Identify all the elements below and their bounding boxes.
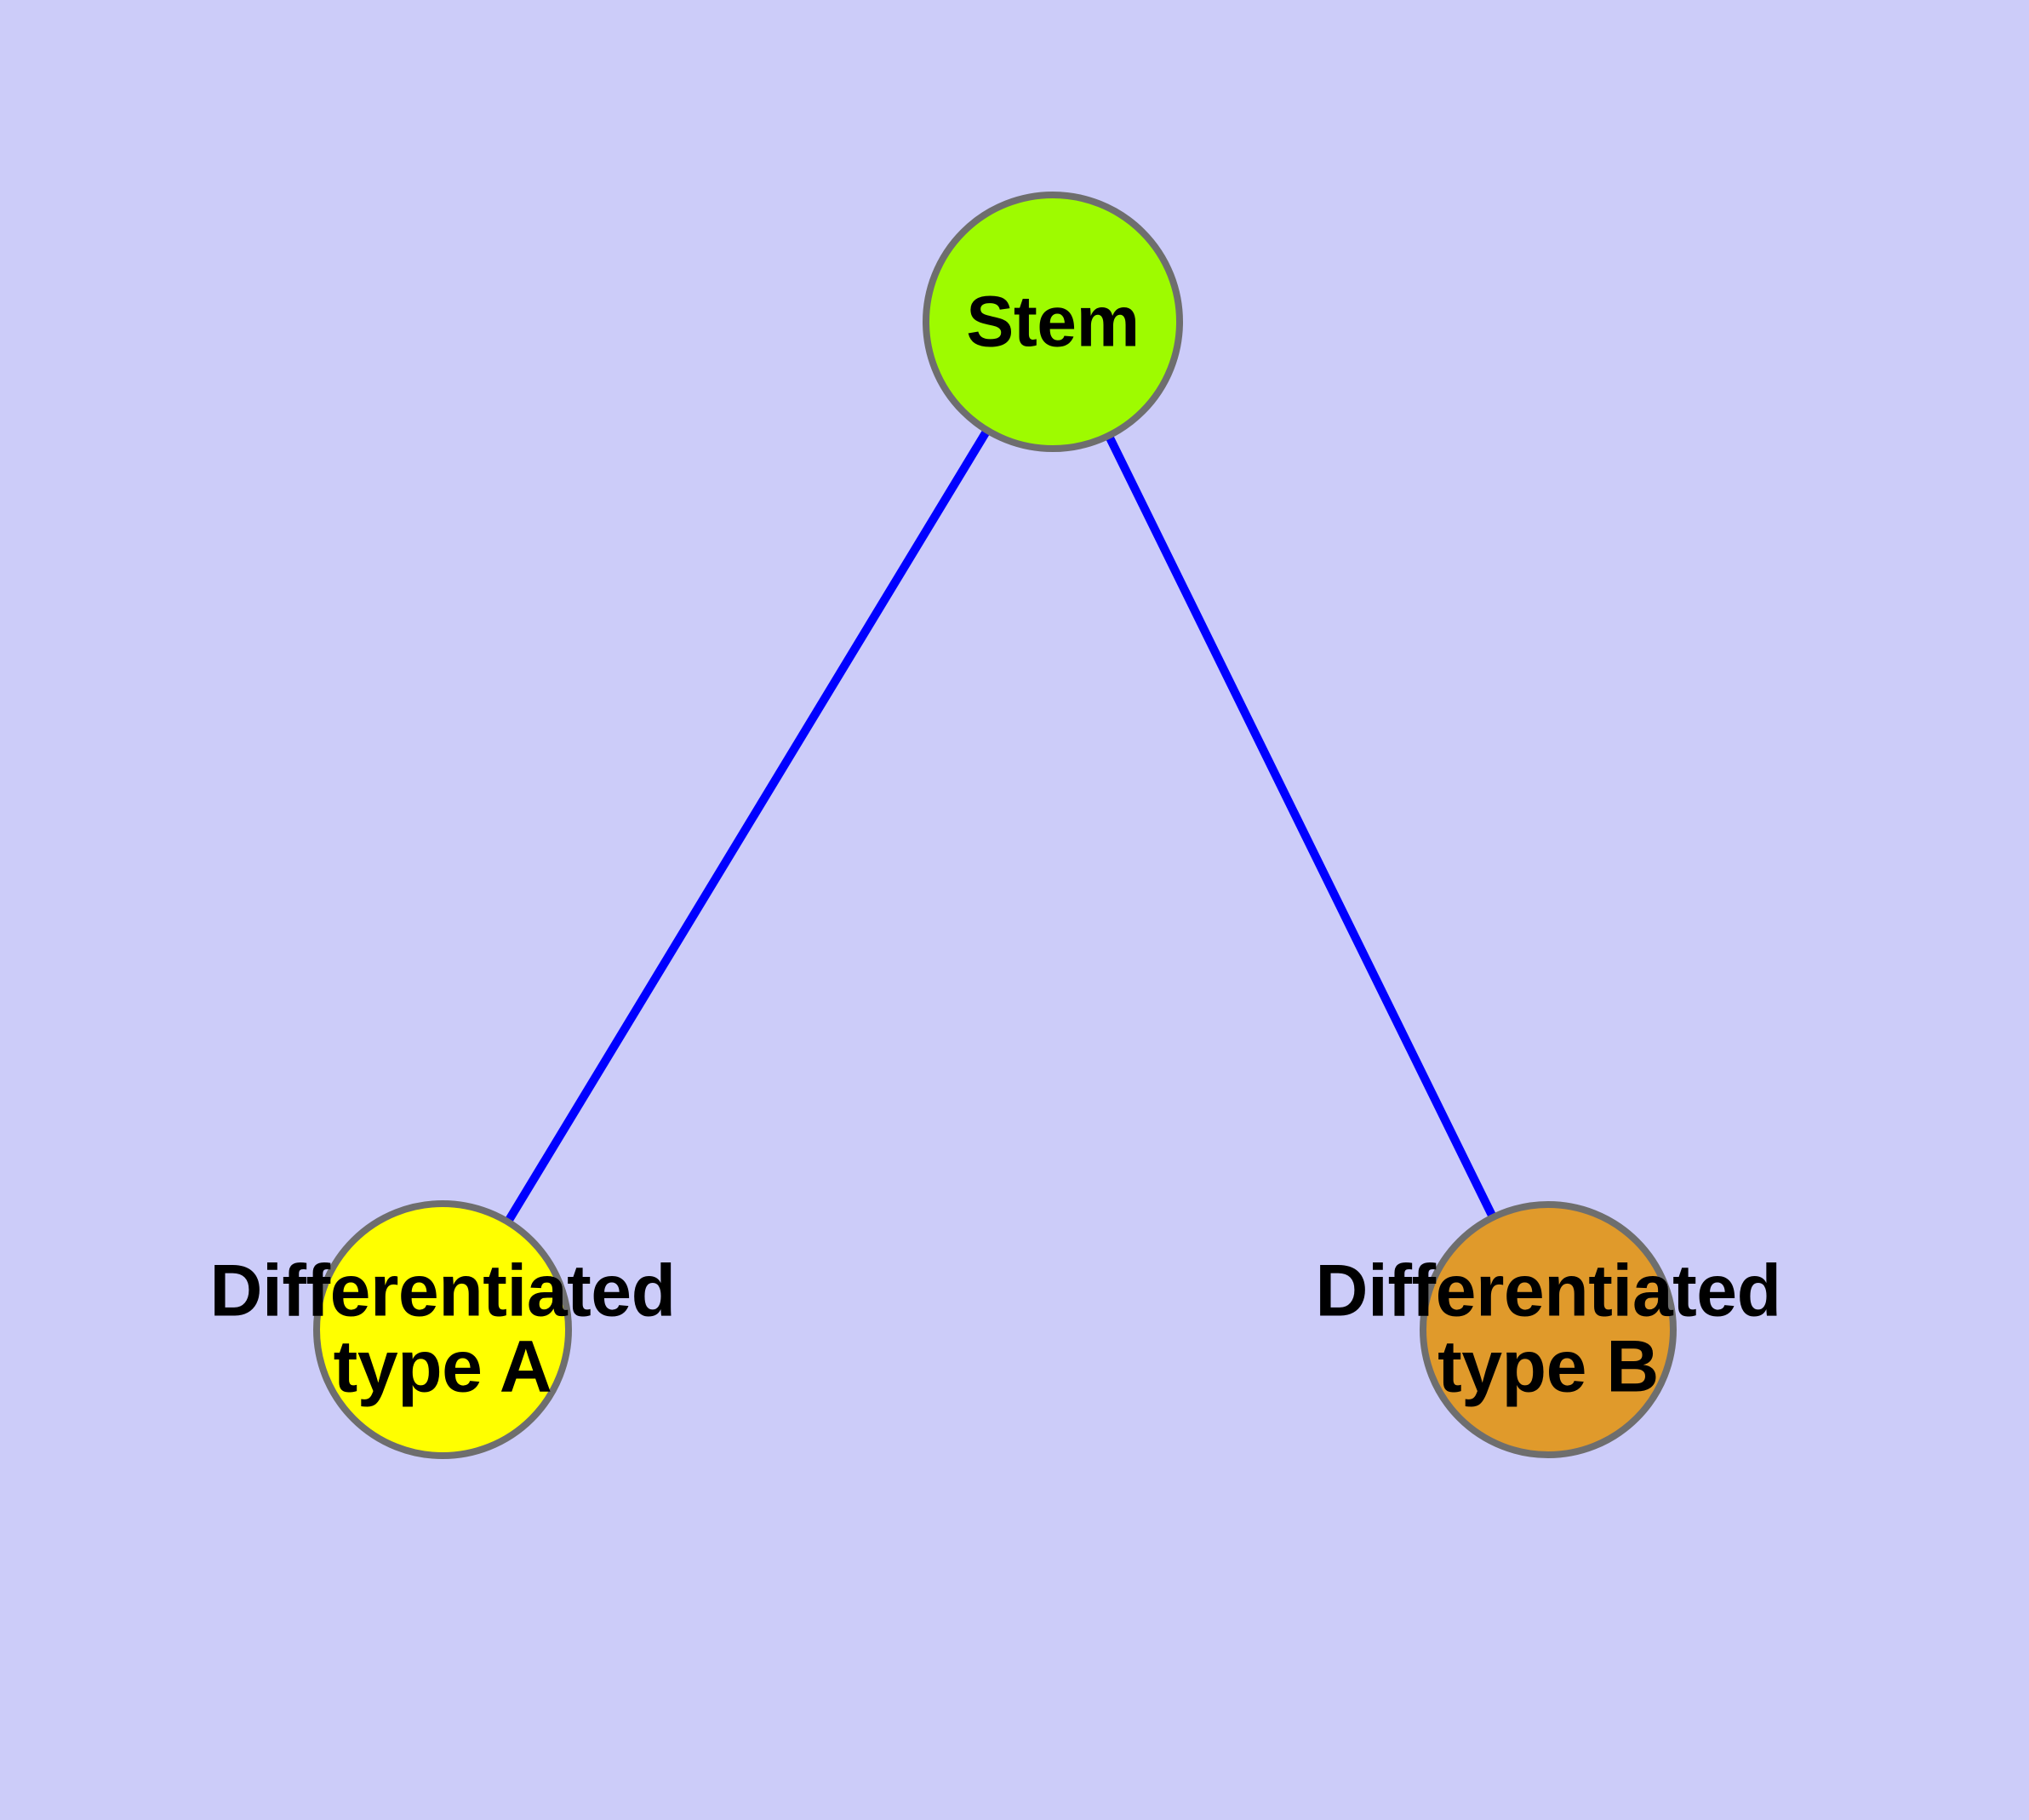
edge-stem-to-differentiated-type-a[interactable] [438,319,1057,1332]
node-differentiated-type-a-label: Differentiated type A [209,1250,676,1408]
node-stem-label: Stem [966,281,1140,362]
node-differentiated-type-b-label: Differentiated type B [1315,1250,1781,1408]
edge-stem-to-differentiated-type-b[interactable] [1049,319,1552,1332]
node-differentiated-type-b[interactable]: Differentiated type B [1315,1201,1781,1458]
node-stem[interactable]: Stem [923,192,1183,452]
node-differentiated-type-a[interactable]: Differentiated type A [209,1200,676,1459]
